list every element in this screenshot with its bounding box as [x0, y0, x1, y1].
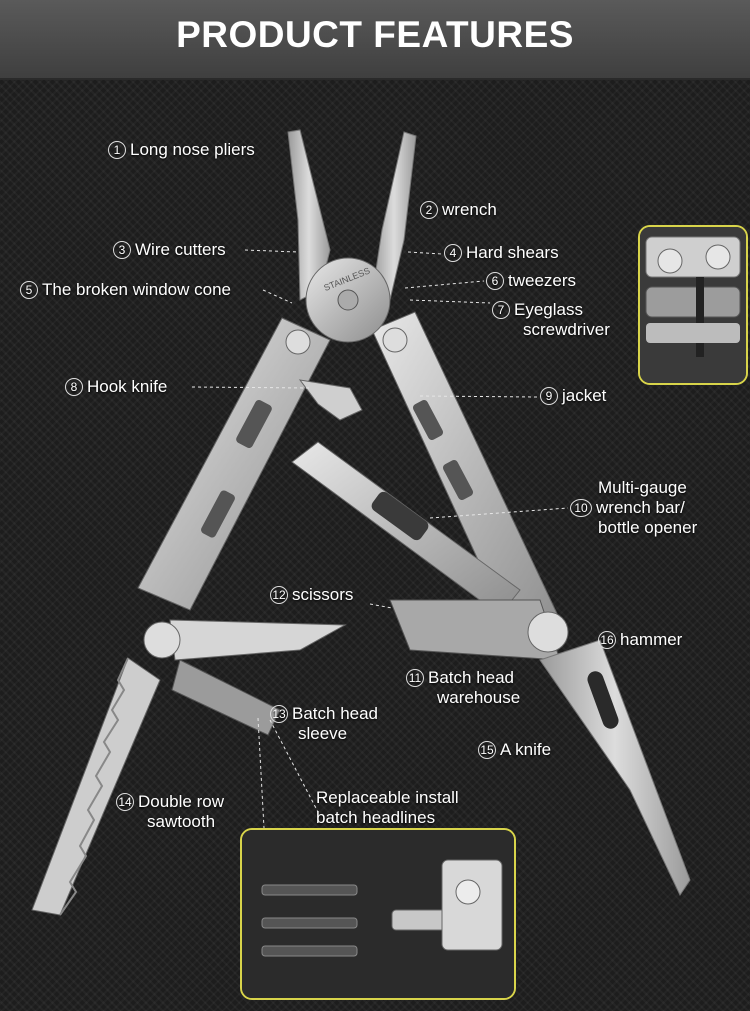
label-text-line3: bottle opener: [598, 518, 698, 537]
label-text: Double row: [138, 792, 224, 811]
wrench-slot: [371, 491, 429, 541]
label-text-line2-text: wrench bar/: [596, 498, 685, 517]
label-text: The broken window cone: [42, 280, 232, 299]
label-text: A knife: [500, 740, 552, 759]
label-text: hammer: [620, 630, 683, 649]
right-handle: [371, 311, 561, 641]
label-text: Wire cutters: [135, 240, 226, 259]
label-text: wrench: [442, 200, 497, 219]
bit-sleeve: [171, 659, 281, 736]
label-text: Long nose pliers: [130, 140, 255, 159]
number-badge: 7: [492, 301, 510, 319]
saw-teeth: [59, 657, 129, 916]
label-text: Eyeglass: [514, 300, 583, 319]
label-text-line2: warehouse: [437, 688, 521, 707]
handle-slot: [442, 459, 474, 501]
number-badge: 16: [598, 631, 616, 649]
scissors-blade: [169, 619, 347, 661]
label-text: Batch head: [428, 668, 515, 687]
handle-slot: [412, 399, 444, 441]
label-text: Hook knife: [87, 377, 168, 396]
number-badge: 4: [444, 244, 462, 262]
handle-screw: [382, 327, 408, 353]
label-text-line2: batch headlines: [316, 808, 436, 827]
label-text: Replaceable install: [316, 788, 459, 807]
number-badge: 15: [478, 741, 496, 759]
saw-blade: [31, 657, 161, 916]
inset-eyeglass-screwdriver: [638, 225, 748, 385]
label-text: Multi-gauge: [598, 478, 687, 497]
number-badge: 12: [270, 586, 288, 604]
banner: PRODUCT FEATURES: [0, 0, 750, 80]
number-badge: 5: [20, 281, 38, 299]
number-badge: 1: [108, 141, 126, 159]
label-text: scissors: [292, 585, 354, 604]
inset-bits: [240, 828, 516, 1000]
left-handle: [137, 317, 331, 611]
number-badge: 8: [65, 378, 83, 396]
number-badge: 13: [270, 705, 288, 723]
label-text-line2: screwdriver: [523, 320, 610, 339]
hook-knife-blade: [298, 379, 363, 421]
number-badge: 10: [570, 499, 592, 517]
hammer-pivot: [527, 611, 569, 653]
left-pivot: [143, 621, 181, 659]
inset-screw: [657, 248, 683, 274]
knife-hole: [587, 671, 619, 729]
knife-blade: [539, 639, 691, 897]
pivot-screw: [337, 289, 359, 311]
leader-lines: [191, 249, 569, 829]
label-text: jacket: [562, 386, 607, 405]
label-text: Hard shears: [466, 243, 559, 262]
handle-slot: [201, 490, 235, 538]
number-badge: 6: [486, 272, 504, 290]
label-replaceable-bits: Replaceable install batch headlines: [316, 788, 459, 828]
bit: [261, 945, 358, 957]
number-badge: 9: [540, 387, 558, 405]
number-badge: 14: [116, 793, 134, 811]
handle-slot: [236, 399, 272, 449]
number-badge: 3: [113, 241, 131, 259]
bit: [261, 917, 358, 929]
label-text-line2: sawtooth: [147, 812, 216, 831]
inset-eyeglass-image: [640, 227, 746, 383]
number-badge: 2: [420, 201, 438, 219]
label-text: tweezers: [508, 271, 577, 290]
handle-screw: [285, 329, 311, 355]
number-badge: 11: [406, 669, 424, 687]
inset-bits-image: [242, 830, 514, 998]
label-text-line2: sleeve: [298, 724, 348, 743]
banner-title: PRODUCT FEATURES: [176, 14, 574, 55]
bit: [261, 884, 358, 896]
inset-screw: [705, 244, 731, 270]
label-text: Batch head: [292, 704, 379, 723]
